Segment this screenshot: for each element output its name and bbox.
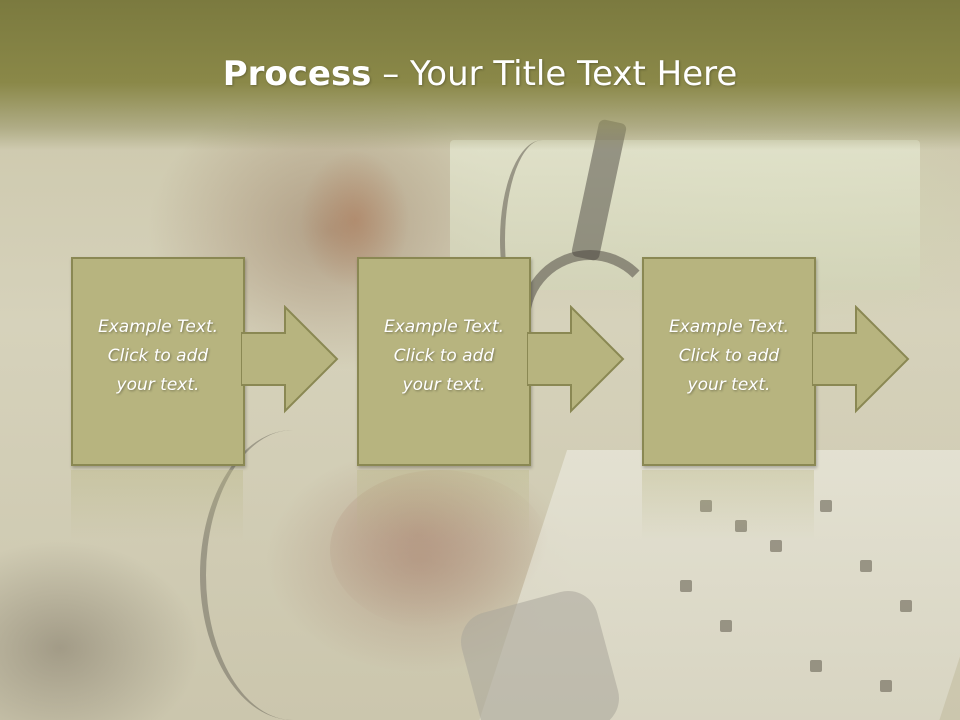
- console-knob: [860, 560, 872, 572]
- microphone-cable: [500, 140, 585, 340]
- title-band: [0, 0, 960, 150]
- console-knob: [770, 540, 782, 552]
- step-reflection: [642, 470, 814, 540]
- step-text-box[interactable]: Example Text. Click to add your text.: [357, 257, 531, 466]
- console-knob: [735, 520, 747, 532]
- console-knob: [680, 580, 692, 592]
- right-arrow-icon: [241, 305, 339, 414]
- process-step-1: Example Text. Click to add your text.: [71, 257, 351, 467]
- process-step-3: Example Text. Click to add your text.: [642, 257, 922, 467]
- step-text-box[interactable]: Example Text. Click to add your text.: [71, 257, 245, 466]
- console-knob: [720, 620, 732, 632]
- step-reflection: [357, 470, 529, 540]
- dark-shadow: [0, 540, 200, 720]
- process-step-2: Example Text. Click to add your text.: [357, 257, 637, 467]
- console-knob: [900, 600, 912, 612]
- right-arrow-icon: [527, 305, 625, 414]
- step-reflection: [71, 470, 243, 540]
- console-knob: [700, 500, 712, 512]
- console-knob: [820, 500, 832, 512]
- step-text: Example Text. Click to add your text.: [383, 317, 505, 395]
- step-text-box[interactable]: Example Text. Click to add your text.: [642, 257, 816, 466]
- slide-title[interactable]: Process – Your Title Text Here: [0, 52, 960, 96]
- console-knob: [880, 680, 892, 692]
- title-bold: Process: [222, 54, 372, 94]
- headset-cable: [200, 430, 386, 720]
- right-arrow-icon: [812, 305, 910, 414]
- title-rest: – Your Title Text Here: [371, 54, 738, 94]
- step-text: Example Text. Click to add your text.: [668, 317, 790, 395]
- console-knob: [810, 660, 822, 672]
- step-text: Example Text. Click to add your text.: [97, 317, 219, 395]
